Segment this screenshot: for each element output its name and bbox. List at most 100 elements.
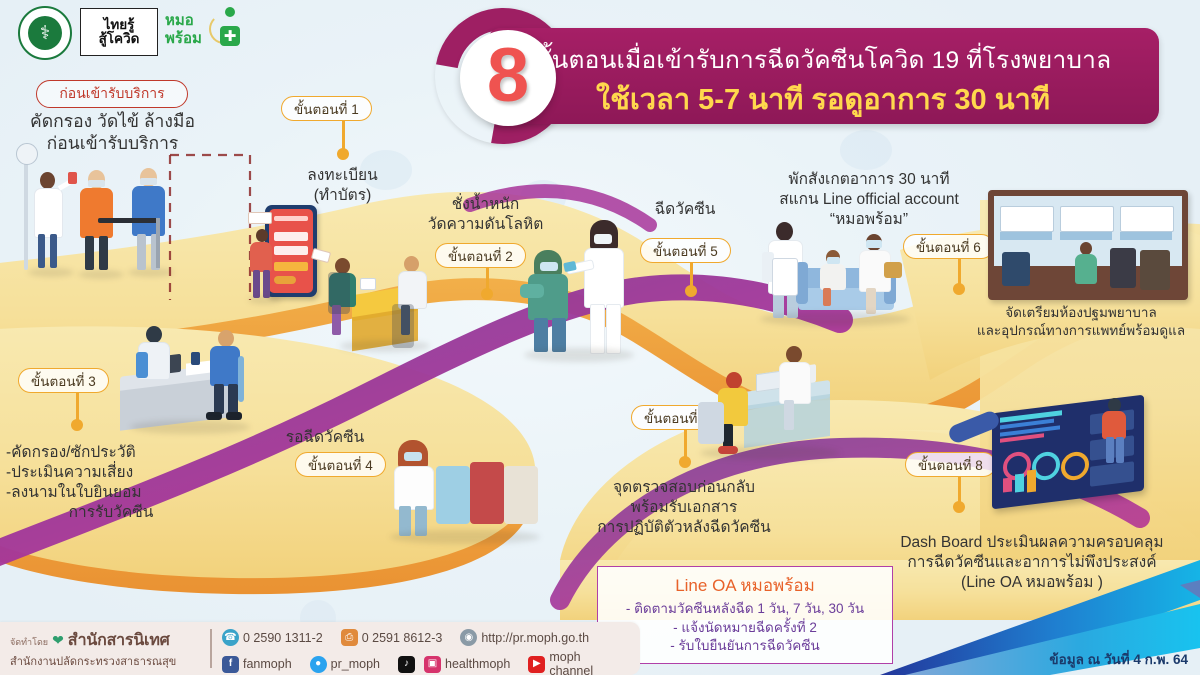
footer-prepared-by-label: จัดทำโดย (10, 637, 49, 647)
step-pill-6[interactable]: ขั้นตอนที่ 6 (903, 234, 994, 259)
step-caption-1: ลงทะเบียน (ทำบัตร) (255, 166, 430, 206)
step-stem-6 (958, 259, 961, 285)
footer-contact-fax: ⎙ 0 2591 8612-3 (340, 629, 443, 646)
step-caption-3-line3: -ลงนามในใบยินยอม (6, 484, 142, 502)
data-date-stamp: ข้อมูล ณ วันที่ 4 ก.พ. 64 (1049, 652, 1188, 667)
header-step-count: 8 (486, 33, 530, 118)
morprom-line1: หมอ (165, 12, 194, 29)
footer-contact-row: ☎ 0 2590 1311-2 ⎙ 0 2591 8612-3 ◉ http:/… (222, 629, 602, 646)
footer-social-facebook[interactable]: f fanmoph (222, 655, 292, 673)
footer-divider (210, 629, 212, 668)
step-pill-4-label: ขั้นตอนที่ 4 (308, 457, 373, 473)
step-stem-3 (76, 393, 79, 421)
footer-twitter-handle: pr_moph (330, 657, 380, 671)
footer-organization: จัดทำโดย ❤ สำนักสารนิเทศ สำนักงานปลัดกระ… (10, 628, 205, 670)
step-pill-7-label: ขั้นตอนที่ 7 (644, 410, 709, 426)
step-caption-7-line2: พร้อมรับเอกสาร (630, 499, 738, 517)
step-knob-1 (337, 148, 349, 160)
thai-ru-su-covid-logo: ไทยรู้ สู้โควิด (80, 8, 158, 56)
step-knob-3 (71, 419, 83, 431)
step-caption-4: รอฉีดวัคซีน (255, 428, 395, 448)
header-banner: ขั้นตอนเมื่อเข้ารับการฉีดวัคซีนโควิด 19 … (487, 28, 1159, 124)
step-caption-3-line4: การรับวัคซีน (68, 504, 154, 522)
hospital-room-note-line2: และอุปกรณ์ทางการแพทย์พร้อมดูแล (976, 322, 1186, 338)
step-knob-7 (679, 456, 691, 468)
line-oa-title: Line OA หมอพร้อม (675, 576, 815, 595)
medical-cross-icon: ✚ (220, 26, 240, 46)
step-pill-3[interactable]: ขั้นตอนที่ 3 (18, 368, 109, 393)
step-pill-2[interactable]: ขั้นตอนที่ 2 (435, 243, 526, 268)
footer-social-tiktok-instagram[interactable]: ♪ (398, 655, 415, 673)
line-oa-item: - รับใบยืนยันการฉีดวัคซีน (670, 638, 820, 654)
preservice-badge: ก่อนเข้ารับบริการ (36, 80, 188, 108)
footer-org-line2: สำนักงานปลัดกระทรวงสาธารณสุข (10, 656, 177, 668)
footer-social-row: f fanmoph ● pr_moph ♪ ▣ healthmoph ▶ mop… (222, 650, 640, 675)
footer-org-line1: สำนักสารนิเทศ (67, 632, 170, 649)
step-knob-8 (953, 501, 965, 513)
logo-bar: ⚕ ไทยรู้ สู้โควิด หมอ พร้อม ✚ (10, 4, 240, 60)
heart-pulse-icon: ❤ (52, 632, 64, 648)
hospital-room-note-line1: จัดเตรียมห้องปฐมพยาบาล (1005, 305, 1157, 320)
morprom-line2: พร้อม (165, 30, 202, 47)
step-stem-5 (690, 263, 693, 287)
step-knob-2 (481, 288, 493, 300)
tiktok-icon: ♪ (398, 655, 415, 673)
step-pill-4[interactable]: ขั้นตอนที่ 4 (295, 452, 386, 477)
step-pill-5[interactable]: ขั้นตอนที่ 5 (640, 238, 731, 263)
step-pill-8[interactable]: ขั้นตอนที่ 8 (905, 452, 996, 477)
youtube-icon: ▶ (528, 655, 546, 673)
step-caption-1-line2: (ทำบัตร) (313, 187, 372, 205)
stethoscope-dot-icon (225, 7, 235, 17)
header-step-count-circle: 8 (460, 30, 556, 126)
step-caption-8: Dash Board ประเมินผลความครอบคลุม การฉีดว… (868, 533, 1196, 593)
globe-icon: ◉ (460, 629, 478, 646)
footer-youtube-handle: moph channel (549, 650, 594, 675)
step-caption-6: พักสังเกตอาการ 30 นาที สแกน Line officia… (731, 170, 1007, 230)
facebook-icon: f (222, 655, 239, 673)
footer-phone-number: 0 2590 1311-2 (243, 630, 323, 645)
footer-instagram-handle: healthmoph (445, 657, 511, 671)
step-knob-5 (685, 285, 697, 297)
footer-social-twitter[interactable]: ● pr_moph (309, 655, 380, 673)
step-caption-7: จุดตรวจสอบก่อนกลับ พร้อมรับเอกสาร การปฏิ… (584, 478, 784, 538)
step-caption-6-line3: “หมอพร้อม” (829, 211, 909, 229)
step-pill-1[interactable]: ขั้นตอนที่ 1 (281, 96, 372, 121)
footer-social-youtube[interactable]: ▶ moph channel (528, 650, 627, 675)
ministry-of-public-health-seal-icon: ⚕ (18, 6, 72, 60)
step-caption-5: ฉีดวัคซีน (625, 200, 745, 220)
caduceus-glyph: ⚕ (28, 16, 62, 50)
step-stem-7 (684, 430, 687, 458)
instagram-icon: ▣ (424, 655, 441, 673)
line-oa-info-box: Line OA หมอพร้อม - ติดตามวัคซีนหลังฉีด 1… (597, 566, 893, 664)
hospital-room-note: จัดเตรียมห้องปฐมพยาบาล และอุปกรณ์ทางการแ… (962, 304, 1200, 339)
preservice-line2: ก่อนเข้ารับบริการ (46, 133, 179, 154)
footer-social-instagram[interactable]: ▣ healthmoph (424, 655, 511, 673)
step-caption-6-line1: พักสังเกตอาการ 30 นาที (788, 171, 950, 188)
step-caption-3-line1: -คัดกรอง/ซักประวัติ (6, 444, 136, 461)
line-oa-item: - แจ้งนัดหมายฉีดครั้งที่ 2 (673, 619, 817, 635)
step-caption-8-line2: การฉีดวัคซีนและอาการไม่พึงประสงค์ (907, 554, 1157, 572)
preservice-description: คัดกรอง วัดไข้ ล้างมือ ก่อนเข้ารับบริการ (0, 110, 225, 155)
header-title-line2: ใช้เวลา 5-7 นาที รอดูอาการ 30 นาที (596, 84, 1050, 116)
step-caption-2: ชั่งน้ำหนัก วัดความดันโลหิต (398, 195, 573, 235)
footer-fax-number: 0 2591 8612-3 (361, 630, 443, 645)
footer-contact-website: ◉ http://pr.moph.go.th (460, 629, 589, 646)
step-caption-2-line2: วัดความดันโลหิต (427, 216, 544, 234)
step-caption-3: -คัดกรอง/ซักประวัติ -ประเมินความเสี่ยง -… (6, 443, 216, 524)
step-caption-8-line1: Dash Board ประเมินผลความครอบคลุม (900, 534, 1164, 551)
thairu-line2: สู้โควิด (98, 31, 140, 46)
twitter-icon: ● (309, 655, 327, 673)
step-pill-3-label: ขั้นตอนที่ 3 (31, 373, 96, 389)
step-caption-2-line1: ชั่งน้ำหนัก (451, 196, 520, 213)
step-pill-1-label: ขั้นตอนที่ 1 (294, 101, 359, 117)
phone-icon: ☎ (222, 629, 239, 646)
step-pill-6-label: ขั้นตอนที่ 6 (916, 239, 981, 255)
step-pill-8-label: ขั้นตอนที่ 8 (918, 457, 983, 473)
step-caption-6-line2: สแกน Line official account (779, 191, 959, 209)
fax-printer-icon: ⎙ (340, 629, 358, 646)
footer-contact-phone: ☎ 0 2590 1311-2 (222, 629, 323, 646)
step-knob-6 (953, 283, 965, 295)
footer-website-url: http://pr.moph.go.th (481, 630, 590, 645)
preservice-badge-label: ก่อนเข้ารับบริการ (59, 85, 165, 101)
